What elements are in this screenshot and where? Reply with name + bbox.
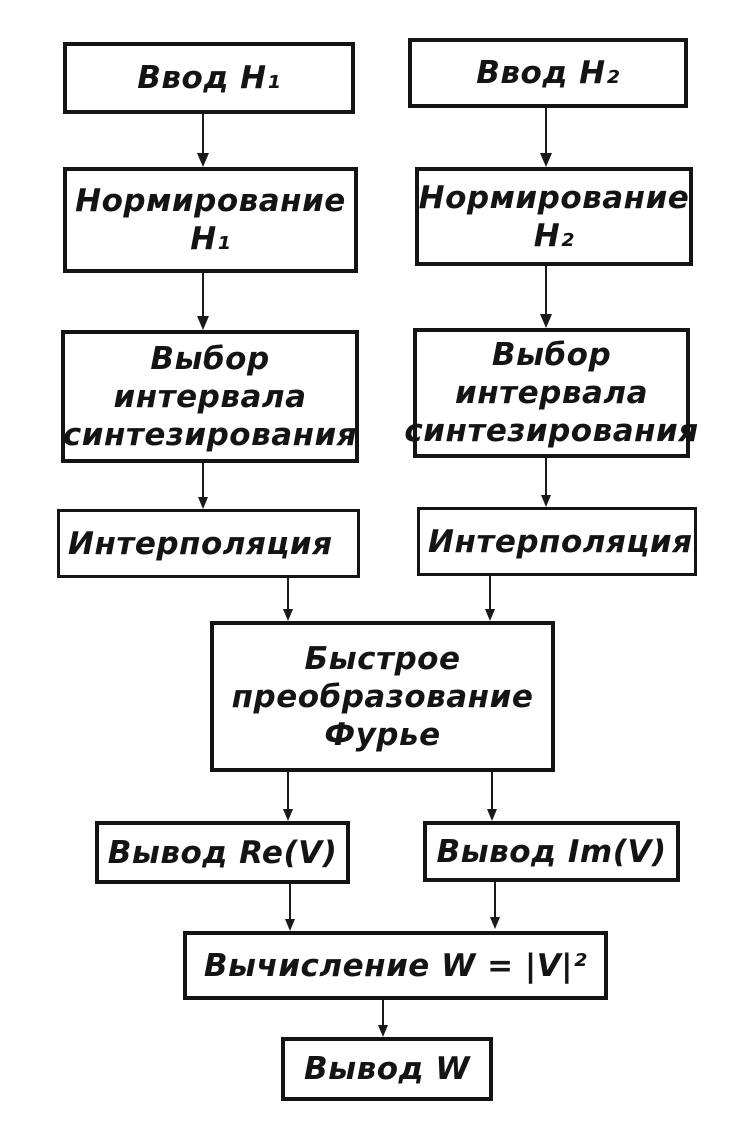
- node-compute-w-label: Вычисление W = |V|²: [203, 947, 588, 984]
- node-input-h1-label: Ввод H₁: [137, 60, 281, 96]
- node-interval-h2: Выбор интервала синтезирования: [404, 328, 698, 458]
- arrow-normalize-h1-to-interval-h1: [197, 273, 209, 330]
- node-fft: Быстрое преобразование Фурье: [210, 621, 555, 772]
- arrow-interval-h2-to-interp-h2: [541, 458, 551, 507]
- node-input-h1: Ввод H₁: [63, 42, 355, 114]
- node-interp-h2-label: Интерполяция: [428, 523, 693, 560]
- node-normalize-h2-label: Нормирование H₂: [418, 179, 690, 254]
- node-interp-h2: Интерполяция: [417, 507, 697, 576]
- arrow-output-re-to-compute-w: [285, 884, 295, 931]
- node-interval-h2-label: Выбор интервала синтезирования: [404, 337, 699, 449]
- arrow-normalize-h2-to-interval-h2: [540, 266, 552, 328]
- node-compute-w: Вычисление W = |V|²: [183, 931, 608, 1000]
- arrow-input-h1-to-normalize-h1: [197, 114, 209, 167]
- arrow-interp-h1-to-fft: [283, 578, 293, 621]
- node-output-re: Вывод Re(V): [95, 821, 350, 884]
- node-normalize-h1-label: Нормирование H₁: [75, 183, 346, 257]
- arrow-interp-h2-to-fft: [485, 576, 495, 621]
- arrow-fft-to-output-im: [487, 772, 497, 821]
- node-normalize-h2: Нормирование H₂: [415, 167, 693, 266]
- node-input-h2: Ввод H₂: [408, 38, 688, 108]
- arrow-output-im-to-compute-w: [490, 882, 500, 929]
- node-normalize-h1: Нормирование H₁: [63, 167, 358, 273]
- node-output-im: Вывод Im(V): [423, 821, 680, 882]
- node-output-w: Вывод W: [281, 1037, 493, 1101]
- node-interp-h1-label: Интерполяция: [68, 525, 333, 562]
- node-interval-h1: Выбор интервала синтезирования: [61, 330, 359, 463]
- node-interval-h1-label: Выбор интервала синтезирования: [62, 340, 358, 453]
- node-output-im-label: Вывод Im(V): [436, 833, 667, 870]
- arrow-interval-h1-to-interp-h1: [198, 463, 208, 509]
- arrow-compute-w-to-output-w: [378, 1000, 388, 1037]
- arrow-fft-to-output-re: [283, 772, 293, 821]
- node-output-re-label: Вывод Re(V): [107, 834, 338, 871]
- node-fft-label: Быстрое преобразование Фурье: [231, 640, 534, 753]
- arrow-input-h2-to-normalize-h2: [540, 108, 552, 167]
- node-output-w-label: Вывод W: [303, 1051, 471, 1087]
- node-input-h2-label: Ввод H₂: [476, 55, 620, 91]
- node-interp-h1: Интерполяция: [57, 509, 360, 578]
